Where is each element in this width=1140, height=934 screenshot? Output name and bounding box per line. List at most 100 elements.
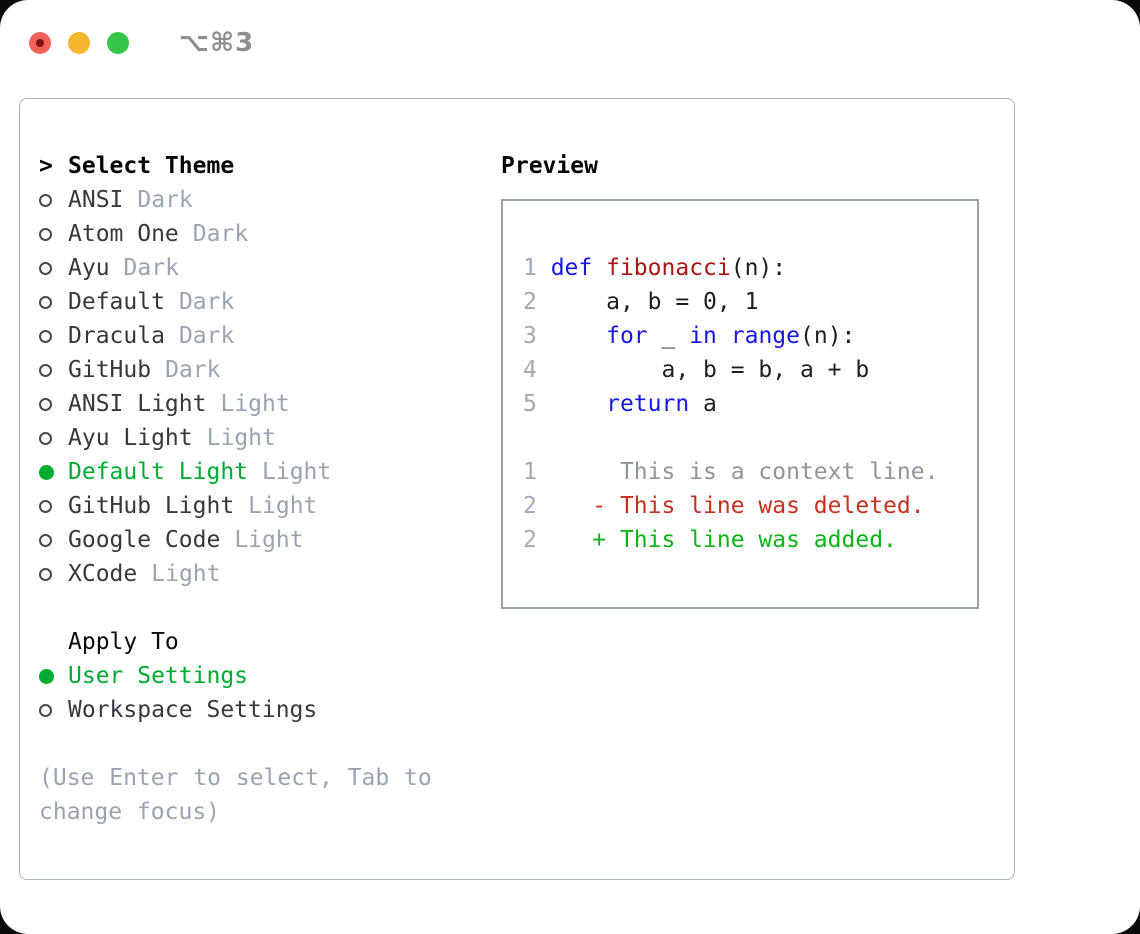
theme-option[interactable]: XCode Light <box>39 557 479 591</box>
line-number: 5 <box>523 391 551 417</box>
theme-option[interactable]: GitHub Dark <box>39 353 479 387</box>
radio-unselected-icon <box>39 329 52 343</box>
select-theme-header-row: >Select Theme <box>39 149 479 183</box>
code-token-kw: range <box>730 323 800 349</box>
theme-option[interactable]: Ayu Light Light <box>39 421 479 455</box>
option-label: Dracula <box>68 323 165 349</box>
zoom-button[interactable] <box>107 32 129 54</box>
option-label: Default <box>68 289 165 315</box>
code-token-kw: in <box>689 323 717 349</box>
radio-selected-icon <box>39 464 54 480</box>
preview-diff-block: 1 This is a context line.2 - This line w… <box>523 455 977 557</box>
radio-unselected-icon <box>39 295 52 309</box>
code-token-pl: a, b = b, a + b <box>550 357 870 383</box>
theme-option[interactable]: Default Dark <box>39 285 479 319</box>
option-label: ANSI Light <box>68 391 207 417</box>
theme-variant-tag: Dark <box>123 255 179 281</box>
line-number: 2 <box>523 527 551 553</box>
line-number: 2 <box>523 289 551 315</box>
radio-marker <box>39 329 68 343</box>
code-token-fn: fibonacci <box>606 255 731 281</box>
preview-line: 5 return a <box>523 387 977 421</box>
apply-to-header: Apply To <box>68 629 179 655</box>
option-label: GitHub <box>68 357 152 383</box>
radio-marker <box>39 261 68 275</box>
radio-unselected-icon <box>39 431 52 445</box>
option-label: ANSI <box>68 187 124 213</box>
option-label: XCode <box>68 561 138 587</box>
theme-variant-tag: Dark <box>178 289 235 315</box>
radio-unselected-icon <box>39 261 52 275</box>
option-label: User Settings <box>68 663 249 689</box>
line-number: 1 <box>523 255 551 281</box>
preview-blank-line <box>523 421 977 455</box>
theme-option[interactable]: Google Code Light <box>39 523 479 557</box>
radio-unselected-icon <box>39 499 52 513</box>
radio-unselected-icon <box>39 227 52 241</box>
radio-marker <box>39 363 68 377</box>
theme-option[interactable]: Atom One Dark <box>39 217 479 251</box>
radio-unselected-icon <box>39 397 52 411</box>
code-token-add: + This line was added. <box>550 527 897 553</box>
preview-line: 2 - This line was deleted. <box>523 489 977 523</box>
line-number: 2 <box>523 493 551 519</box>
option-label: Ayu Light <box>68 425 193 451</box>
radio-unselected-icon <box>39 193 52 207</box>
radio-marker <box>39 397 68 411</box>
focus-cursor-icon: > <box>39 153 53 179</box>
radio-marker <box>39 703 68 717</box>
apply-option[interactable]: Workspace Settings <box>39 693 479 727</box>
code-token-pl <box>592 255 606 281</box>
code-token-pl: _ <box>647 323 690 349</box>
theme-variant-tag: Light <box>220 391 290 417</box>
code-token-ctx: This is a context line. <box>550 459 939 485</box>
theme-option[interactable]: ANSI Light Light <box>39 387 479 421</box>
theme-variant-tag: Light <box>248 493 318 519</box>
radio-unselected-icon <box>39 567 52 581</box>
apply-to-header-row: Apply To <box>39 625 479 659</box>
code-token-del: - This line was deleted. <box>550 493 925 519</box>
option-label: Default Light <box>68 459 249 485</box>
theme-variant-tag: Dark <box>192 221 249 247</box>
radio-unselected-icon <box>39 363 52 377</box>
radio-unselected-icon <box>39 533 52 547</box>
code-token-pl: (n): <box>730 255 787 281</box>
theme-variant-tag: Light <box>234 527 304 553</box>
theme-variant-tag: Light <box>206 425 276 451</box>
theme-variant-tag: Dark <box>165 357 221 383</box>
radio-marker <box>39 464 68 480</box>
minimize-button[interactable] <box>68 32 90 54</box>
preview-column: Preview 1 def fibonacci(n):2 a, b = 0, 1… <box>501 149 997 609</box>
close-button[interactable] <box>29 32 51 54</box>
line-number: 3 <box>523 323 551 349</box>
apply-option[interactable]: User Settings <box>39 659 479 693</box>
theme-variant-tag: Light <box>262 459 332 485</box>
help-text: (Use Enter to select, Tab to change focu… <box>39 765 432 825</box>
option-label: Google Code <box>68 527 221 553</box>
radio-marker <box>39 295 68 309</box>
theme-option[interactable]: Default Light Light <box>39 455 479 489</box>
code-token-pl <box>717 323 731 349</box>
code-token-kw: for <box>606 323 648 349</box>
radio-marker <box>39 227 68 241</box>
theme-variant-tag: Light <box>151 561 221 587</box>
radio-selected-icon <box>39 668 54 684</box>
code-token-pl <box>551 323 606 349</box>
preview-line: 2 a, b = 0, 1 <box>523 285 977 319</box>
option-label: Atom One <box>68 221 179 247</box>
code-token-kw: def <box>550 255 593 281</box>
preview-line: 4 a, b = b, a + b <box>523 353 977 387</box>
code-token-pl: (n): <box>800 323 856 349</box>
line-number: 4 <box>523 357 551 383</box>
code-token-pl: a <box>689 391 717 417</box>
radio-marker <box>39 668 68 684</box>
radio-unselected-icon <box>39 703 52 717</box>
